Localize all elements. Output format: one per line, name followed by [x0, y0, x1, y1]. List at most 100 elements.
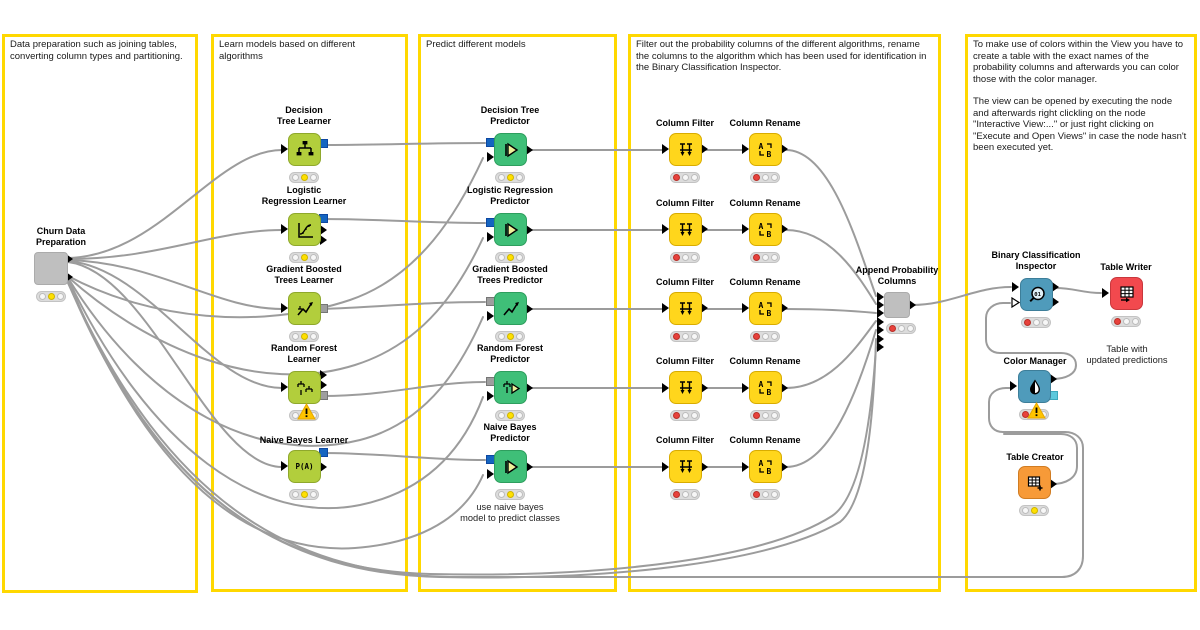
column-filter-icon [679, 380, 692, 394]
annotation-data-preparation[interactable]: Data preparation such as joining tables,… [2, 34, 198, 593]
output-port[interactable] [701, 303, 708, 313]
node-column-filter-4[interactable] [669, 371, 702, 404]
node-logistic-regression-predictor[interactable] [494, 213, 527, 246]
input-port[interactable] [877, 342, 884, 352]
node-logistic-regression-learner[interactable] [288, 213, 321, 246]
input-port[interactable] [487, 152, 494, 162]
node-table-writer[interactable] [1110, 277, 1143, 310]
traffic-light [670, 410, 700, 421]
output-port[interactable] [66, 272, 73, 282]
node-label: Column Rename [729, 356, 801, 366]
input-port[interactable] [281, 382, 288, 392]
output-port[interactable] [526, 462, 533, 472]
node-column-filter-5[interactable] [669, 450, 702, 483]
output-port[interactable] [1050, 374, 1057, 384]
node-column-rename-4[interactable]: A B [749, 371, 782, 404]
input-port[interactable] [877, 308, 884, 318]
input-port[interactable] [742, 224, 749, 234]
output-port[interactable] [1052, 297, 1059, 307]
input-port[interactable] [487, 391, 494, 401]
node-naive-bayes-predictor[interactable] [494, 450, 527, 483]
output-port[interactable] [526, 383, 533, 393]
output-port[interactable] [701, 144, 708, 154]
output-port[interactable] [320, 370, 327, 380]
output-port[interactable] [526, 145, 533, 155]
node-naive-bayes-learner[interactable]: P(A) [288, 450, 321, 483]
annotation-color-view[interactable]: To make use of colors within the View yo… [965, 34, 1197, 592]
node-column-rename-5[interactable]: A B [749, 450, 782, 483]
node-column-filter-3[interactable] [669, 292, 702, 325]
node-label: Decision Tree Learner [276, 105, 332, 126]
optional-input-port[interactable] [1011, 297, 1020, 308]
input-port[interactable] [487, 232, 494, 242]
input-port[interactable] [877, 317, 884, 327]
node-label: Column Filter [656, 277, 714, 287]
output-port[interactable] [701, 462, 708, 472]
input-port[interactable] [662, 383, 669, 393]
input-port[interactable] [742, 144, 749, 154]
input-port[interactable] [662, 224, 669, 234]
node-decision-tree-learner[interactable] [288, 133, 321, 166]
input-port[interactable] [742, 303, 749, 313]
output-port[interactable] [526, 304, 533, 314]
output-port[interactable] [781, 383, 788, 393]
node-decision-tree-predictor[interactable] [494, 133, 527, 166]
input-port[interactable] [877, 292, 884, 302]
input-port[interactable] [877, 334, 884, 344]
node-column-rename-3[interactable]: A B [749, 292, 782, 325]
output-port[interactable] [66, 254, 73, 264]
input-port[interactable] [662, 462, 669, 472]
node-column-filter-1[interactable] [669, 133, 702, 166]
node-label: Random Forest Predictor [476, 343, 543, 364]
output-port[interactable] [701, 383, 708, 393]
input-port[interactable] [662, 303, 669, 313]
column-rename-icon: A B [758, 142, 772, 159]
output-port[interactable] [320, 380, 327, 390]
input-port[interactable] [487, 469, 494, 479]
output-port[interactable] [781, 144, 788, 154]
output-port[interactable] [781, 224, 788, 234]
node-column-rename-2[interactable]: A B [749, 213, 782, 246]
node-column-rename-1[interactable]: A B [749, 133, 782, 166]
node-churn-data-preparation[interactable] [34, 252, 68, 285]
output-port[interactable] [320, 462, 327, 472]
input-port[interactable] [662, 144, 669, 154]
node-column-filter-2[interactable] [669, 213, 702, 246]
node-gradient-boosted-trees-predictor[interactable] [494, 292, 527, 325]
output-port[interactable] [701, 224, 708, 234]
svg-text:A: A [758, 459, 763, 468]
node-random-forest-learner[interactable] [288, 371, 321, 404]
input-port[interactable] [1012, 282, 1019, 292]
input-port[interactable] [281, 224, 288, 234]
output-port[interactable] [526, 225, 533, 235]
node-append-probability-columns[interactable] [884, 292, 910, 318]
input-port[interactable] [487, 311, 494, 321]
input-port[interactable] [281, 303, 288, 313]
input-port[interactable] [877, 300, 884, 310]
input-port[interactable] [1102, 288, 1109, 298]
output-port[interactable] [1050, 479, 1057, 489]
node-color-manager[interactable] [1018, 370, 1051, 403]
output-port[interactable] [781, 462, 788, 472]
gradient-boosted-trees-icon [502, 301, 519, 316]
input-port[interactable] [742, 462, 749, 472]
output-port[interactable] [320, 235, 327, 245]
output-port[interactable] [781, 303, 788, 313]
node-table-creator[interactable] [1018, 466, 1051, 499]
input-port[interactable] [1010, 381, 1017, 391]
node-label: Logistic Regression Predictor [466, 185, 554, 206]
output-port[interactable] [320, 225, 327, 235]
output-port[interactable] [1052, 282, 1059, 292]
node-gradient-boosted-trees-learner[interactable] [288, 292, 321, 325]
output-port[interactable] [909, 300, 916, 310]
column-rename-icon: A B [758, 459, 772, 476]
input-port[interactable] [281, 144, 288, 154]
node-random-forest-predictor[interactable] [494, 371, 527, 404]
input-port[interactable] [742, 383, 749, 393]
svg-text:A: A [758, 142, 763, 151]
node-label: Column Rename [729, 277, 801, 287]
node-binary-classification-inspector[interactable]: 01 [1020, 278, 1053, 311]
input-port[interactable] [877, 325, 884, 335]
input-port[interactable] [281, 461, 288, 471]
